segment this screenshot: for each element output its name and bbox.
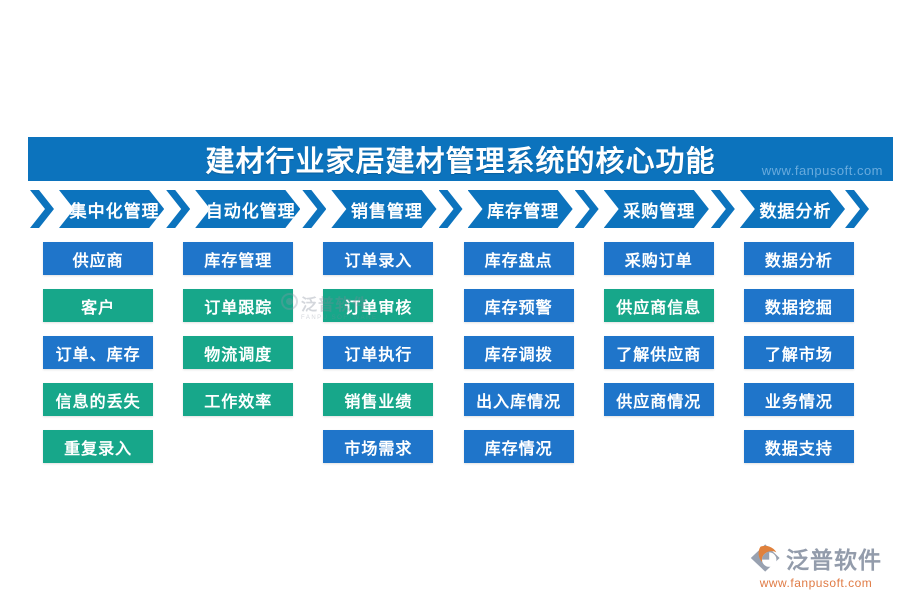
feature-item: 供应商信息 (603, 289, 714, 322)
feature-item: 工作效率 (183, 383, 294, 416)
feature-item: 了解供应商 (603, 336, 714, 369)
column-header-arrow: 销售管理 (300, 190, 436, 228)
chevron-separator-icon (302, 190, 327, 228)
column-header-band: 集中化管理 (59, 190, 164, 228)
feature-column: 库存管理 订单跟踪 物流调度 工作效率 (168, 242, 308, 463)
chevron-separator-icon (845, 190, 870, 228)
column-header-band: 数据分析 (740, 190, 845, 228)
feature-item: 订单录入 (323, 242, 434, 275)
column-header-band: 销售管理 (331, 190, 436, 228)
feature-column: 库存盘点 库存预警 库存调拨 出入库情况 库存情况 (449, 242, 589, 463)
feature-column: 订单录入 订单审核 订单执行 销售业绩 市场需求 (308, 242, 448, 463)
footer-brand-url: www.fanpusoft.com (759, 576, 873, 590)
feature-item: 市场需求 (323, 430, 434, 463)
chevron-separator-icon (166, 190, 191, 228)
column-header-band: 自动化管理 (195, 190, 300, 228)
header-arrow-row: 集中化管理 自动化管理 销售管理 库存管理 采购管理 数据分析 (28, 190, 893, 228)
column-header-arrow: 采购管理 (573, 190, 709, 228)
fanpu-logo-icon (750, 544, 780, 572)
column-header-arrow: 集中化管理 (28, 190, 164, 228)
feature-item: 库存情况 (463, 430, 574, 463)
column-header-arrow: 数据分析 (709, 190, 845, 228)
feature-item: 物流调度 (183, 336, 294, 369)
column-header-label: 库存管理 (487, 201, 560, 221)
feature-item: 数据支持 (743, 430, 854, 463)
feature-item: 重复录入 (43, 430, 154, 463)
column-header-label: 集中化管理 (69, 201, 160, 221)
feature-item: 了解市场 (743, 336, 854, 369)
column-header-label: 销售管理 (350, 201, 423, 221)
column-header-arrow: 库存管理 (437, 190, 573, 228)
chevron-separator-icon (710, 190, 735, 228)
footer-logo: 泛普软件 www.fanpusoft.com (740, 541, 892, 590)
feature-column: 采购订单 供应商信息 了解供应商 供应商情况 (589, 242, 729, 463)
feature-item: 库存盘点 (463, 242, 574, 275)
page-title: 建材行业家居建材管理系统的核心功能 (205, 146, 716, 178)
feature-column: 供应商 客户 订单、库存 信息的丢失 重复录入 (28, 242, 168, 463)
chevron-separator-icon (438, 190, 463, 228)
title-bar-watermark-url: www.fanpusoft.com (761, 163, 883, 178)
feature-item: 库存调拨 (463, 336, 574, 369)
feature-item: 订单跟踪 (183, 289, 294, 322)
column-header-arrow: 自动化管理 (164, 190, 300, 228)
feature-item: 库存管理 (183, 242, 294, 275)
feature-item: 业务情况 (743, 383, 854, 416)
column-header-band: 采购管理 (604, 190, 709, 228)
feature-item: 供应商情况 (603, 383, 714, 416)
feature-item: 订单审核 (323, 289, 434, 322)
feature-item: 数据挖掘 (743, 289, 854, 322)
feature-item: 客户 (43, 289, 154, 322)
feature-item: 供应商 (43, 242, 154, 275)
feature-item: 采购订单 (603, 242, 714, 275)
column-header-label: 采购管理 (623, 201, 696, 221)
title-bar: 建材行业家居建材管理系统的核心功能 www.fanpusoft.com (28, 137, 893, 181)
chevron-separator-icon (574, 190, 599, 228)
feature-item: 库存预警 (463, 289, 574, 322)
column-header-label: 数据分析 (759, 201, 832, 221)
column-header-label: 自动化管理 (205, 201, 296, 221)
feature-item: 订单、库存 (43, 336, 154, 369)
footer-brand-name: 泛普软件 (786, 547, 882, 573)
feature-item: 信息的丢失 (43, 383, 154, 416)
feature-item: 出入库情况 (463, 383, 574, 416)
feature-item: 数据分析 (743, 242, 854, 275)
feature-column: 数据分析 数据挖掘 了解市场 业务情况 数据支持 (729, 242, 869, 463)
feature-item: 订单执行 (323, 336, 434, 369)
feature-item: 销售业绩 (323, 383, 434, 416)
column-header-band: 库存管理 (468, 190, 573, 228)
chevron-separator-icon (30, 190, 54, 228)
feature-columns-grid: 供应商 客户 订单、库存 信息的丢失 重复录入 库存管理 订单跟踪 物流调度 工… (28, 242, 893, 463)
